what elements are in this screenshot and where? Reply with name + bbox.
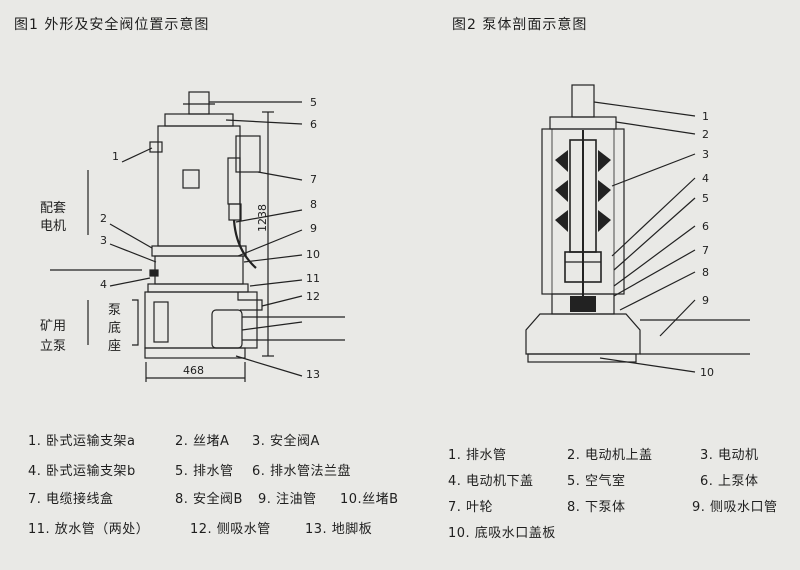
callout-3: 3 (100, 234, 107, 247)
diagram-canvas: 5 6 1 7 8 9 10 11 12 13 2 3 4 配套 电机 矿用 立… (40, 84, 750, 382)
junction-box-shape (235, 135, 261, 173)
outlet-pipe-shape (571, 84, 595, 118)
callout-10: 10 (306, 248, 320, 261)
dimension-width: 468 (183, 364, 204, 377)
callout-9: 9 (310, 222, 317, 235)
callout-13: 13 (306, 368, 320, 381)
callout-7: 7 (310, 173, 317, 186)
legend1-item-1: 1. 卧式运输支架a (28, 434, 136, 449)
side-label-base-3: 座 (108, 339, 121, 354)
legend2-item-5: 5. 空气室 (567, 474, 626, 489)
base-plate-shape (144, 347, 246, 359)
callout-4: 4 (100, 278, 107, 291)
fig2-callout-4: 4 (702, 172, 709, 185)
callout-2: 2 (100, 212, 107, 225)
legend1-item-4: 4. 卧式运输支架b (28, 464, 136, 479)
figure2-title: 图2 泵体剖面示意图 (452, 17, 588, 33)
callout-6: 6 (310, 118, 317, 131)
legend2-item-8: 8. 下泵体 (567, 500, 626, 515)
legend2-item-10: 10. 底吸水口盖板 (448, 526, 556, 541)
side-label-base-2: 底 (108, 320, 121, 336)
top-pipe-shape (188, 91, 210, 115)
figure1-title: 图1 外形及安全阀位置示意图 (14, 17, 210, 33)
fig2-callout-2: 2 (702, 128, 709, 141)
legend2-item-4: 4. 电动机下盖 (448, 474, 534, 489)
lower-pump-body-shape (525, 313, 641, 355)
side-label-pump-2: 立泵 (40, 339, 66, 354)
legend1-item-7: 7. 电缆接线盒 (28, 492, 114, 507)
legend1-item-2: 2. 丝堵A (175, 434, 230, 449)
legend1-item-12: 12. 侧吸水管 (190, 522, 271, 537)
legend2-item-7: 7. 叶轮 (448, 500, 494, 515)
fig2-callout-5: 5 (702, 192, 709, 205)
side-label-motor-1: 配套 (40, 200, 66, 216)
legend1-item-11: 11. 放水管（两处） (28, 522, 150, 537)
fig2-callout-7: 7 (702, 244, 709, 257)
figure1-drawing (50, 91, 345, 382)
figure2-callouts: 1 2 3 4 5 6 7 8 9 10 (700, 110, 714, 379)
legend1-item-10: 10.丝堵B (340, 492, 399, 507)
callout-12: 12 (306, 290, 320, 303)
fig2-callout-10: 10 (700, 366, 714, 379)
fig2-callout-8: 8 (702, 266, 709, 279)
dimension-height: 1238 (256, 204, 269, 232)
fig2-callout-9: 9 (702, 294, 709, 307)
legend1-item-13: 13. 地脚板 (305, 522, 373, 537)
side-label-pump-1: 矿用 (40, 319, 66, 334)
callout-1: 1 (112, 150, 119, 163)
callout-5: 5 (310, 96, 317, 109)
legend1-item-8: 8. 安全阀B (175, 492, 243, 507)
legend1-item-3: 3. 安全阀A (252, 434, 320, 449)
figure1-callouts: 5 6 1 7 8 9 10 11 12 13 2 3 4 配套 电机 矿用 立… (40, 96, 320, 381)
legend2-item-6: 6. 上泵体 (700, 474, 759, 489)
legend1-item-5: 5. 排水管 (175, 464, 234, 479)
legend2-item-2: 2. 电动机上盖 (567, 448, 653, 463)
flange-shape (164, 113, 234, 127)
fig2-callout-6: 6 (702, 220, 709, 233)
fig2-callout-1: 1 (702, 110, 709, 123)
fig2-callout-3: 3 (702, 148, 709, 161)
side-label-base-1: 泵 (108, 303, 121, 318)
callout-11: 11 (306, 272, 320, 285)
legend2-item-1: 1. 排水管 (448, 448, 507, 463)
figure2-drawing (525, 84, 750, 373)
legend2-item-3: 3. 电动机 (700, 448, 759, 463)
callout-8: 8 (310, 198, 317, 211)
legend1-item-9: 9. 注油管 (258, 492, 317, 507)
legend1-item-6: 6. 排水管法兰盘 (252, 464, 352, 479)
side-label-motor-2: 电机 (40, 219, 66, 234)
legend2-item-9: 9. 侧吸水口管 (692, 500, 778, 515)
